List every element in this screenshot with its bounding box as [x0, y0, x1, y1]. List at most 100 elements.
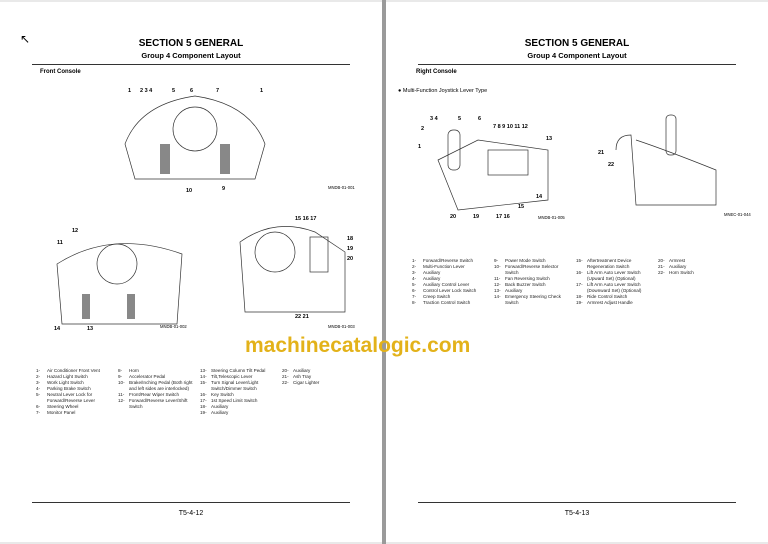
legend-number: 14- — [494, 294, 501, 299]
legend-label: Forward/Reverse Lever/Shift Switch — [129, 398, 188, 409]
legend-number: 8- — [412, 300, 417, 305]
legend-number: 10- — [494, 264, 501, 269]
svg-text:3 4: 3 4 — [430, 116, 439, 122]
svg-text:20: 20 — [450, 214, 456, 220]
figure-id: MNDB-01-001 — [328, 185, 355, 190]
divider — [418, 64, 736, 65]
legend-label: Auxiliary Control Lever — [423, 282, 470, 287]
legend-number: 20- — [658, 258, 665, 263]
legend-label: Auxiliary — [669, 264, 687, 269]
legend-item: 11- Front/Rear Wiper Switch — [118, 392, 196, 398]
svg-text:22 21: 22 21 — [295, 314, 309, 320]
legend-item: 12- Back Buzzer Switch — [494, 282, 572, 288]
legend-label: Auxiliary — [505, 288, 523, 293]
legend-number: 3- — [36, 380, 41, 385]
legend-item: 18-Auxiliary — [200, 404, 278, 410]
legend-label: Monitor Panel — [47, 410, 76, 415]
section-title: SECTION 5 GENERAL — [138, 38, 244, 49]
page-number: T5-4-12 — [178, 510, 204, 517]
legend-item: 4- Parking Brake Switch — [36, 386, 114, 392]
svg-text:1: 1 — [260, 88, 263, 94]
right-page: SECTION 5 GENERAL Group 4 Component Layo… — [386, 2, 768, 542]
legend-number: 11- — [118, 392, 125, 397]
legend-label: 1st Speed Limit Switch — [211, 398, 258, 403]
legend-item: 13- Auxiliary — [494, 288, 572, 294]
legend-number: 16- — [576, 270, 583, 275]
legend-label: Lift Arm Auto Lever Switch (Upward Set) … — [587, 270, 641, 281]
legend-number: 4- — [36, 386, 41, 391]
figure-id: MNEC-01-044 — [724, 212, 751, 217]
legend-number: 13- — [200, 368, 207, 373]
legend-label: Power Mode Switch — [505, 258, 546, 263]
legend-number: 4- — [412, 276, 417, 281]
legend-number: 13- — [494, 288, 501, 293]
page-number: T5-4-13 — [564, 510, 590, 517]
legend-label: Turn Signal Lever/Light Switch/Dimmer Sw… — [211, 380, 259, 391]
legend-number: 5- — [36, 392, 41, 397]
legend-item: 15-Turn Signal Lever/Light Switch/Dimmer… — [200, 380, 278, 392]
legend-item: 19-Armrest Adjust Handle — [576, 300, 654, 306]
legend-label: Auxiliary — [423, 276, 441, 281]
legend-item: 9-Power Mode Switch — [494, 258, 572, 264]
legend-number: 12- — [494, 282, 501, 287]
legend-label: Back Buzzer Switch — [505, 282, 546, 287]
legend-number: 8- — [118, 368, 123, 373]
group-title: Group 4 Component Layout — [527, 51, 627, 60]
svg-text:13: 13 — [546, 136, 552, 142]
legend-item: 1-Air Conditioner Front Vent — [36, 368, 114, 374]
svg-text:9: 9 — [222, 186, 225, 192]
svg-text:6: 6 — [478, 116, 481, 122]
legend-number: 16- — [200, 392, 207, 397]
legend-item: 6-Steering Wheel — [36, 404, 114, 410]
svg-text:21: 21 — [598, 150, 604, 156]
legend-number: 18- — [576, 294, 583, 299]
legend-label: Parking Brake Switch — [47, 386, 91, 391]
svg-text:18: 18 — [347, 236, 353, 242]
svg-text:14: 14 — [54, 326, 61, 332]
legend-number: 7- — [412, 294, 417, 299]
legend-number: 7- — [36, 410, 41, 415]
legend-label: Front/Rear Wiper Switch — [129, 392, 180, 397]
legend-number: 6- — [412, 288, 417, 293]
legend-number: 19- — [200, 410, 207, 415]
legend-number: 12- — [118, 398, 125, 403]
legend-number: 14- — [200, 374, 207, 379]
legend-number: 21- — [658, 264, 665, 269]
legend-label: Horn — [129, 368, 139, 373]
svg-text:14: 14 — [536, 194, 543, 200]
legend-number: 3- — [412, 270, 417, 275]
legend-label: Work Light Switch — [47, 380, 84, 385]
left-page: SECTION 5 GENERAL Group 4 Component Layo… — [0, 2, 382, 542]
svg-text:11: 11 — [57, 240, 63, 246]
legend-number: 9- — [118, 374, 123, 379]
legend-label: Auxiliary — [211, 404, 229, 409]
legend-item: 6- Control Lever Lock Switch — [412, 288, 490, 294]
watermark: machinecatalogic.com — [245, 334, 471, 357]
figure-id: MNDB-01-002 — [160, 324, 187, 329]
legend-item: 14-Tilt,Telescopic Lever — [200, 374, 278, 380]
legend-label: Control Lever Lock Switch — [423, 288, 477, 293]
legend-item: 2-Hazard Light Switch — [36, 374, 114, 380]
legend-item: 3-Auxiliary — [412, 270, 490, 276]
legend-item: 4- Auxiliary — [412, 276, 490, 282]
svg-text:7 8 9 10 11 12: 7 8 9 10 11 12 — [493, 124, 528, 130]
page-gutter — [382, 0, 386, 544]
figure-id: MNDB-01-003 — [328, 324, 355, 329]
legend-item: 5-Neutral Lever Lock for Forward/Reverse… — [36, 392, 114, 404]
divider — [32, 64, 350, 65]
legend-number: 1- — [36, 368, 41, 373]
legend-item: 13-Steering Column Tilt Pedal — [200, 368, 278, 374]
legend-number: 2- — [36, 374, 41, 379]
svg-text:5: 5 — [172, 88, 175, 94]
legend-number: 17- — [576, 282, 583, 287]
legend-item: 17- Lift Arm Auto Lever Switch (Downward … — [576, 282, 654, 294]
legend-label: Creep Switch — [423, 294, 451, 299]
legend-label: Lift Arm Auto Lever Switch (Downward Set… — [587, 282, 642, 293]
subsection-title: Front Console — [40, 69, 81, 75]
legend-item: 8- Horn — [118, 368, 196, 374]
